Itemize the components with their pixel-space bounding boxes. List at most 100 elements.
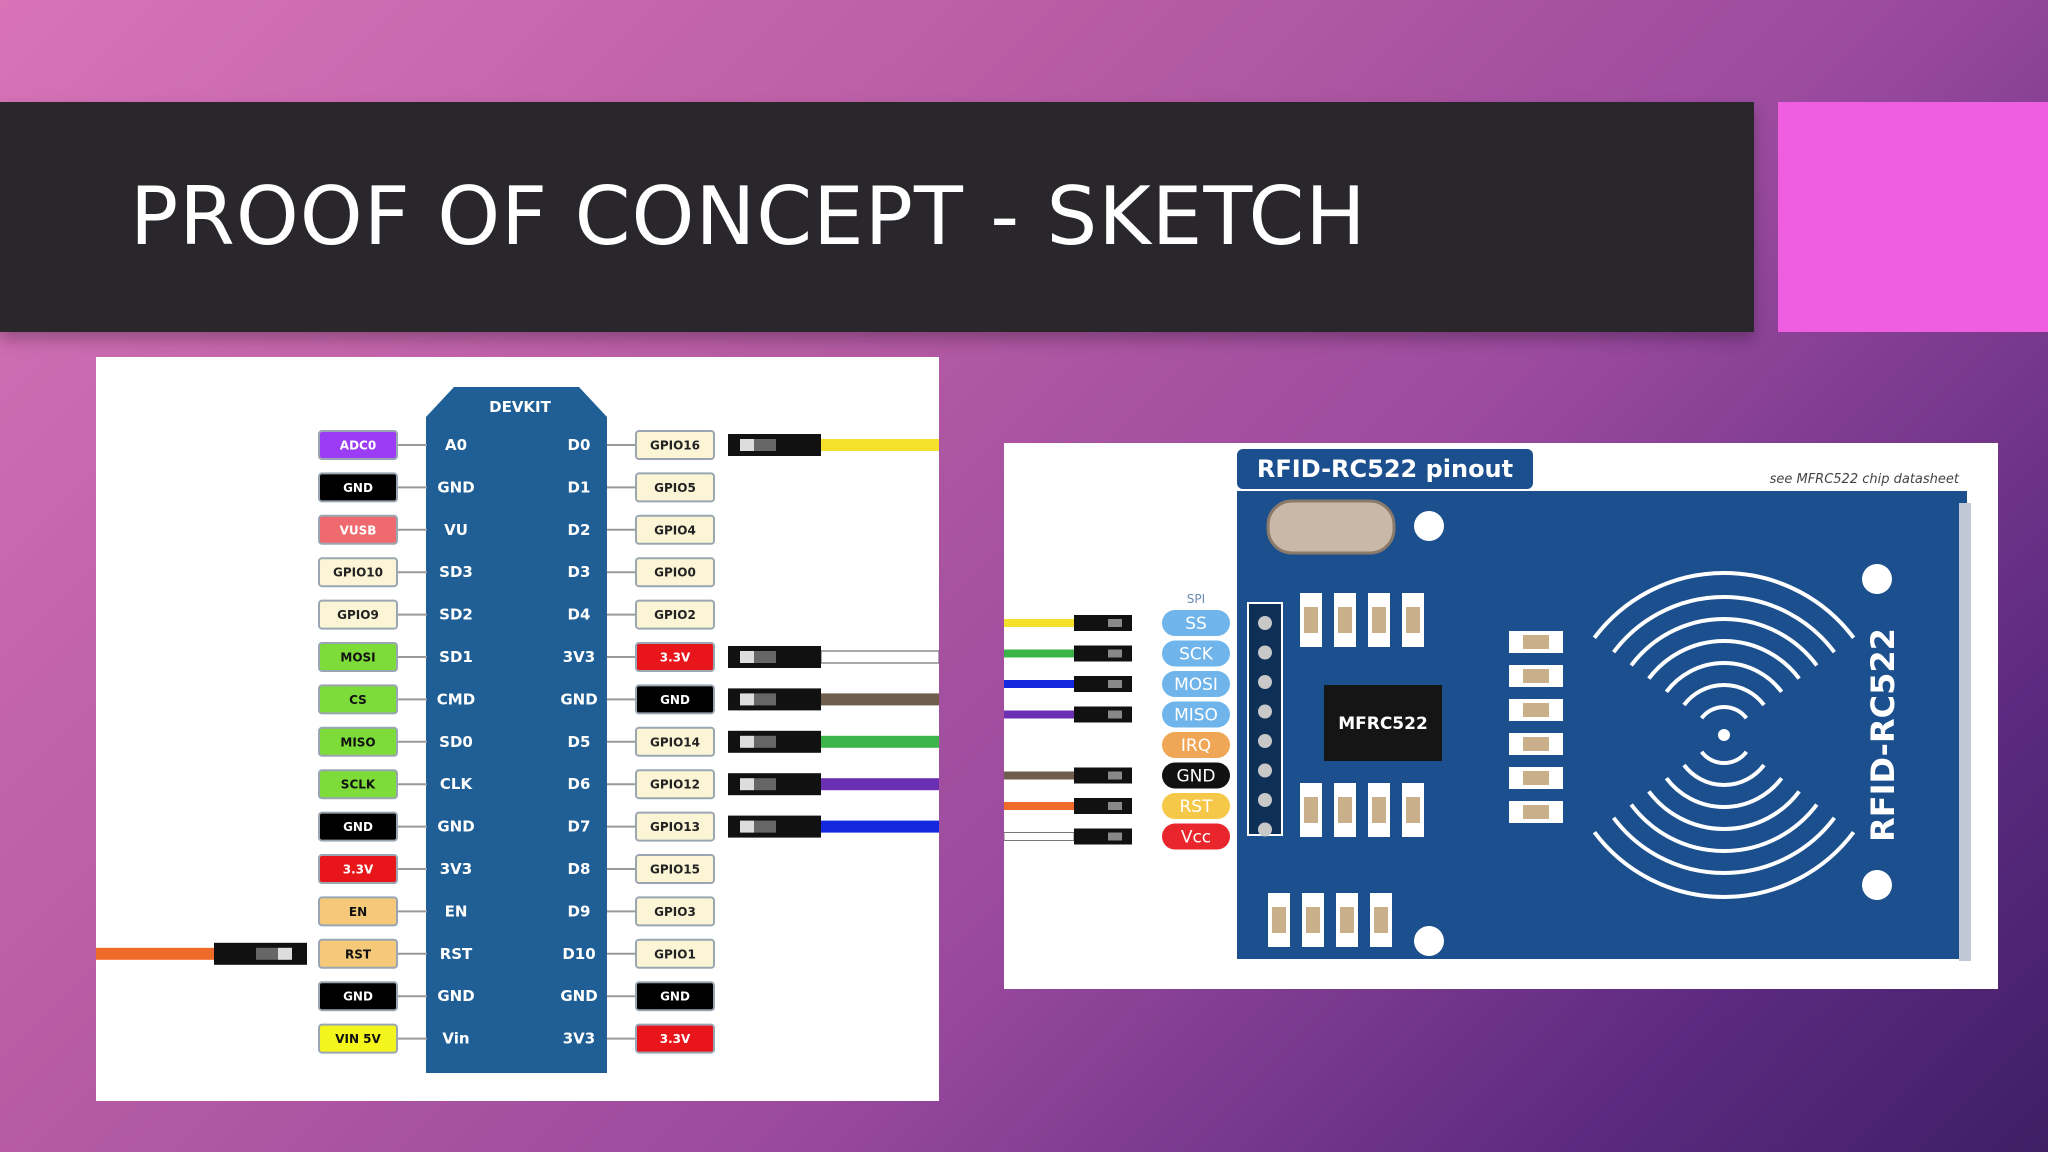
jumper-connector-pin xyxy=(1108,802,1122,810)
board-pin-name: SD3 xyxy=(439,563,473,581)
board-pin-name: GND xyxy=(437,478,474,496)
board-pin-name: A0 xyxy=(445,436,467,454)
smd-component-body xyxy=(1340,907,1354,933)
board-pin-name: GND xyxy=(437,987,474,1005)
rfid-pin-label-box xyxy=(1162,701,1230,728)
rfid-pin-label-box xyxy=(1162,762,1230,789)
jumper-connector-pin xyxy=(754,693,776,706)
antenna-wave-top xyxy=(1700,705,1748,720)
antenna-wave-top xyxy=(1664,661,1784,694)
header-pin xyxy=(1258,822,1272,837)
jumper-connector-pin xyxy=(740,778,754,791)
board-pin-name: D0 xyxy=(568,436,591,454)
pin-label-text: CS xyxy=(349,693,367,707)
smd-component-body xyxy=(1406,797,1420,823)
rfid-pinout-diagram: RFID-RC522 pinout see MFRC522 chip datash… xyxy=(1003,449,1971,961)
jumper-connector-pin xyxy=(1108,771,1122,780)
pin-label-box xyxy=(635,472,715,503)
pin-label-box xyxy=(635,642,715,672)
rfid-pin-label-text: SCK xyxy=(1179,645,1214,665)
pin-label-text: GPIO4 xyxy=(654,523,696,537)
pin-label-box xyxy=(635,981,715,1012)
pin-label-box xyxy=(318,514,398,545)
smd-component-body xyxy=(1272,907,1286,933)
pin-label-box xyxy=(318,726,398,757)
rfid-pin-label-box xyxy=(1162,640,1230,667)
jumper-wire xyxy=(1004,649,1074,658)
rfid-board-edge xyxy=(1959,503,1971,961)
slide-title: PROOF OF CONCEPT - SKETCH xyxy=(130,170,1367,263)
rfid-pin-label-box xyxy=(1162,793,1230,819)
accent-block xyxy=(1778,102,2048,332)
pin-label-box xyxy=(635,1023,715,1054)
pin-label-box xyxy=(635,514,715,545)
board-pin-name: SD0 xyxy=(439,733,473,751)
jumper-connector-pin xyxy=(1108,710,1122,719)
pin-label-box xyxy=(635,769,715,800)
rfid-datasheet-note: see MFRC522 chip datasheet xyxy=(1770,472,1960,487)
board-pin-name: RST xyxy=(440,945,473,963)
pin-label-text: MISO xyxy=(340,735,375,749)
pin-label-text: 3.3V xyxy=(660,651,691,665)
antenna-wave-bottom xyxy=(1682,763,1766,787)
mounting-hole xyxy=(1862,564,1892,594)
jumper-connector xyxy=(1074,676,1132,692)
smd-component-body xyxy=(1304,797,1318,823)
jumper-connector xyxy=(1074,645,1132,662)
smd-component-body xyxy=(1374,907,1388,933)
jumper-wire xyxy=(1003,832,1075,841)
mfrc522-chip xyxy=(1324,685,1442,761)
board-pin-name: D2 xyxy=(568,521,591,539)
jumper-wire xyxy=(821,820,939,833)
board-pin-name: D10 xyxy=(562,945,595,963)
devkit-board-body xyxy=(426,387,607,1073)
pin-label-text: GPIO1 xyxy=(654,947,696,961)
smd-component-body xyxy=(1338,797,1352,823)
mounting-hole xyxy=(1414,511,1444,541)
jumper-wire xyxy=(821,778,939,791)
board-pin-name: SD1 xyxy=(439,648,473,666)
mounting-hole xyxy=(1414,926,1444,956)
jumper-connector-pin xyxy=(278,947,292,960)
smd-component-body xyxy=(1372,607,1386,633)
smd-component-body xyxy=(1306,907,1320,933)
jumper-wire xyxy=(1004,771,1074,780)
pin-label-box xyxy=(318,981,398,1012)
pin-label-text: GND xyxy=(343,990,373,1004)
jumper-connector xyxy=(1074,767,1132,784)
pin-label-box xyxy=(318,472,398,503)
smd-component-body xyxy=(1523,805,1549,819)
antenna-wave-top xyxy=(1647,639,1801,680)
pin-label-text: GPIO9 xyxy=(337,608,379,622)
pin-label-box xyxy=(318,938,398,969)
rfid-pin-label-text: MOSI xyxy=(1174,675,1218,695)
pin-label-text: GPIO12 xyxy=(650,778,700,792)
header-pin xyxy=(1258,645,1272,660)
pin-label-text: VIN 5V xyxy=(335,1032,381,1046)
jumper-wire xyxy=(820,650,940,664)
pin-label-box xyxy=(635,811,715,842)
rfid-pin-label-box xyxy=(1162,732,1230,758)
header-pin xyxy=(1258,675,1272,689)
rfid-pin-label-text: MISO xyxy=(1174,706,1218,726)
antenna-wave-top xyxy=(1592,571,1856,640)
antenna-wave-top xyxy=(1629,617,1819,667)
board-pin-name: 3V3 xyxy=(563,648,595,666)
jumper-connector xyxy=(1074,706,1132,723)
rfid-banner-text: RFID-RC522 pinout xyxy=(1257,455,1513,483)
board-pin-name: 3V3 xyxy=(440,860,472,878)
smd-component-body xyxy=(1523,635,1549,649)
pin-label-text: 3.3V xyxy=(343,863,374,877)
jumper-wire xyxy=(821,439,939,451)
board-pin-name: D6 xyxy=(568,775,591,793)
pin-label-text: GPIO10 xyxy=(333,566,383,580)
pin-label-box xyxy=(635,684,715,715)
crystal-oscillator xyxy=(1266,499,1396,555)
pin-label-box xyxy=(318,599,398,630)
jumper-connector-pin xyxy=(1108,619,1122,627)
board-pin-name: SD2 xyxy=(439,606,473,624)
jumper-wire xyxy=(1004,619,1074,627)
pin-label-text: MOSI xyxy=(340,651,375,665)
board-pin-name: D8 xyxy=(568,860,591,878)
